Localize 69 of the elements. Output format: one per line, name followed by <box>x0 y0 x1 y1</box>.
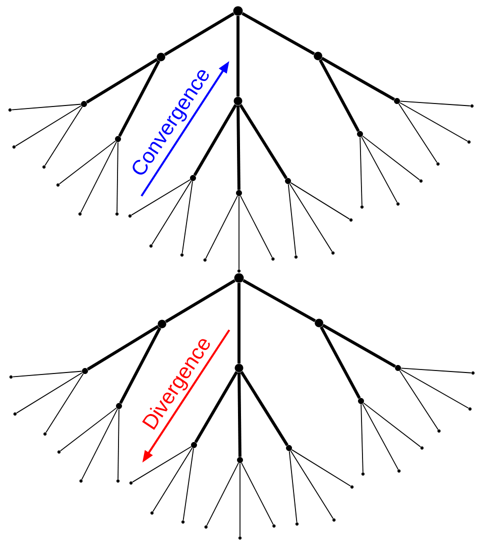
branch-line <box>44 106 83 166</box>
node-dot <box>314 318 324 328</box>
branch-line <box>116 142 118 213</box>
branch-line <box>131 179 191 216</box>
branch-line <box>165 279 236 323</box>
branch-line <box>289 183 332 252</box>
branch-line <box>46 373 84 433</box>
branch-line <box>86 325 159 371</box>
branch-line <box>164 12 235 56</box>
branch-line <box>362 136 420 180</box>
branch-line <box>118 408 120 480</box>
branch-line <box>58 140 116 184</box>
branch-line <box>400 100 471 106</box>
branch-line <box>238 196 240 270</box>
branch-line <box>236 16 240 97</box>
branch-line <box>241 462 274 525</box>
branch-line <box>363 402 422 448</box>
branch-line <box>86 58 158 104</box>
branch-line <box>239 104 288 180</box>
branch-line <box>11 104 82 110</box>
branch-line <box>318 59 360 132</box>
node-dot <box>158 320 166 328</box>
branch-line <box>182 180 193 254</box>
node-dot <box>156 52 166 62</box>
branch-line <box>206 462 239 526</box>
branch-line <box>360 136 362 206</box>
branch-line <box>80 141 117 213</box>
node-dot <box>234 364 244 372</box>
branch-line <box>81 408 118 480</box>
branch-line <box>132 446 192 483</box>
branch-line <box>118 60 160 137</box>
branch-line <box>290 450 334 519</box>
branch-line <box>182 448 194 521</box>
branch-line <box>194 371 238 443</box>
branch-line <box>205 195 238 259</box>
branch-line <box>236 105 240 190</box>
node-dot <box>234 273 244 283</box>
branch-line <box>16 372 83 414</box>
branch-line <box>288 450 298 523</box>
branch-line <box>399 102 468 142</box>
branch-line <box>15 105 82 146</box>
branch-line <box>240 195 273 258</box>
branch-line <box>242 12 315 56</box>
branch-line <box>152 447 193 512</box>
branch-line <box>238 282 240 364</box>
branch-line <box>60 408 117 452</box>
branch-line <box>362 403 399 470</box>
branch-line <box>240 370 289 446</box>
branch-line <box>152 180 192 245</box>
branch-line <box>400 368 472 374</box>
branch-line <box>242 279 316 322</box>
branch-line <box>12 370 82 378</box>
branch-line <box>400 369 469 409</box>
branch-line <box>238 372 242 457</box>
branch-line <box>361 136 398 203</box>
node-dot <box>233 6 243 16</box>
branch-line <box>399 370 438 430</box>
node-dot <box>314 52 322 60</box>
branch-line <box>322 324 396 368</box>
branch-line <box>290 182 350 220</box>
branch-line <box>321 56 395 101</box>
branch-line <box>320 326 361 399</box>
branch-line <box>119 327 162 404</box>
branch-line <box>291 449 351 486</box>
node-dot <box>234 96 242 106</box>
branch-line <box>193 104 238 176</box>
branch-line <box>398 103 438 163</box>
branch-line <box>360 404 364 473</box>
branch-line <box>288 184 296 256</box>
